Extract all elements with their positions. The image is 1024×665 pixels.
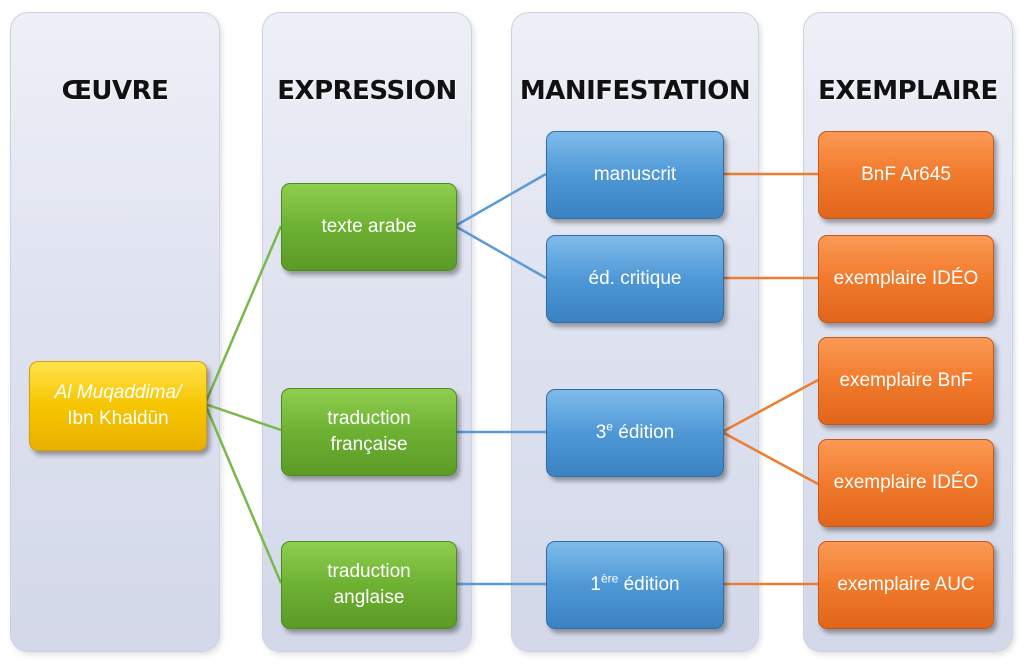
exemplaire-box-auc: exemplaire AUC [818,541,994,629]
edition-number: 3 [595,422,607,443]
exemplaire-label: exemplaire BnF [839,370,973,391]
column-oeuvre: ŒUVRE [10,12,220,652]
edition-number: 1 [590,574,601,595]
expression-label-line2: française [330,434,408,455]
oeuvre-title: Al Muqaddima [54,382,177,403]
expression-label: texte arabe [321,216,417,237]
column-title-manifestation: MANIFESTATION [519,76,751,106]
exemplaire-box-ideo-2: exemplaire IDÉO [818,439,994,527]
column-title-expression: EXPRESSION [277,76,457,106]
manifestation-label: 3e édition [596,420,675,446]
link-oeuvre-traduction-francaise [204,402,282,432]
exemplaire-label: exemplaire IDÉO [833,268,979,289]
oeuvre-author: Ibn Khaldūn [67,408,169,429]
edition-word: édition [612,422,675,443]
exemplaire-label: exemplaire AUC [837,574,975,595]
manifestation-box-1ere-edition: 1ère édition [546,541,724,629]
oeuvre-title-line: Al Muqaddima/ [55,380,182,406]
link-oeuvre-traduction-anglaise [203,403,283,584]
link-3e-edition-exemplaire-ideo [721,430,819,486]
column-title-oeuvre: ŒUVRE [61,76,169,106]
expression-box-traduction-anglaise: traduction anglaise [281,541,457,629]
exemplaire-label: BnF Ar645 [861,164,951,185]
manifestation-box-3e-edition: 3e édition [546,389,724,477]
link-oeuvre-texte-arabe [203,225,283,405]
exemplaire-box-ideo-1: exemplaire IDÉO [818,235,994,323]
edition-ordinal-suffix: ère [600,571,619,586]
expression-label-line1: traduction [327,408,411,429]
oeuvre-box: Al Muqaddima/ Ibn Khaldūn [29,361,207,451]
column-title-exemplaire: EXEMPLAIRE [818,76,998,106]
link-3e-edition-exemplaire-bnf [721,378,819,434]
oeuvre-separator: / [176,382,182,403]
exemplaire-box-bnf: exemplaire BnF [818,337,994,425]
manifestation-box-ed-critique: éd. critique [546,235,724,323]
expression-box-traduction-francaise: traduction française [281,388,457,476]
expression-label-line1: traduction [327,561,411,582]
manifestation-box-manuscrit: manuscrit [546,131,724,219]
expression-box-texte-arabe: texte arabe [281,183,457,271]
exemplaire-box-bnf-ar645: BnF Ar645 [818,131,994,219]
manifestation-label: manuscrit [593,164,677,185]
link-texte-arabe-ed-critique [454,224,547,280]
exemplaire-label: exemplaire IDÉO [833,472,979,493]
manifestation-label: 1ère édition [590,572,679,598]
link-texte-arabe-manuscrit [454,172,547,228]
manifestation-label: éd. critique [588,268,682,289]
edition-ordinal-suffix: e [606,419,613,434]
edition-word: édition [618,574,680,595]
expression-label-line2: anglaise [333,587,405,608]
